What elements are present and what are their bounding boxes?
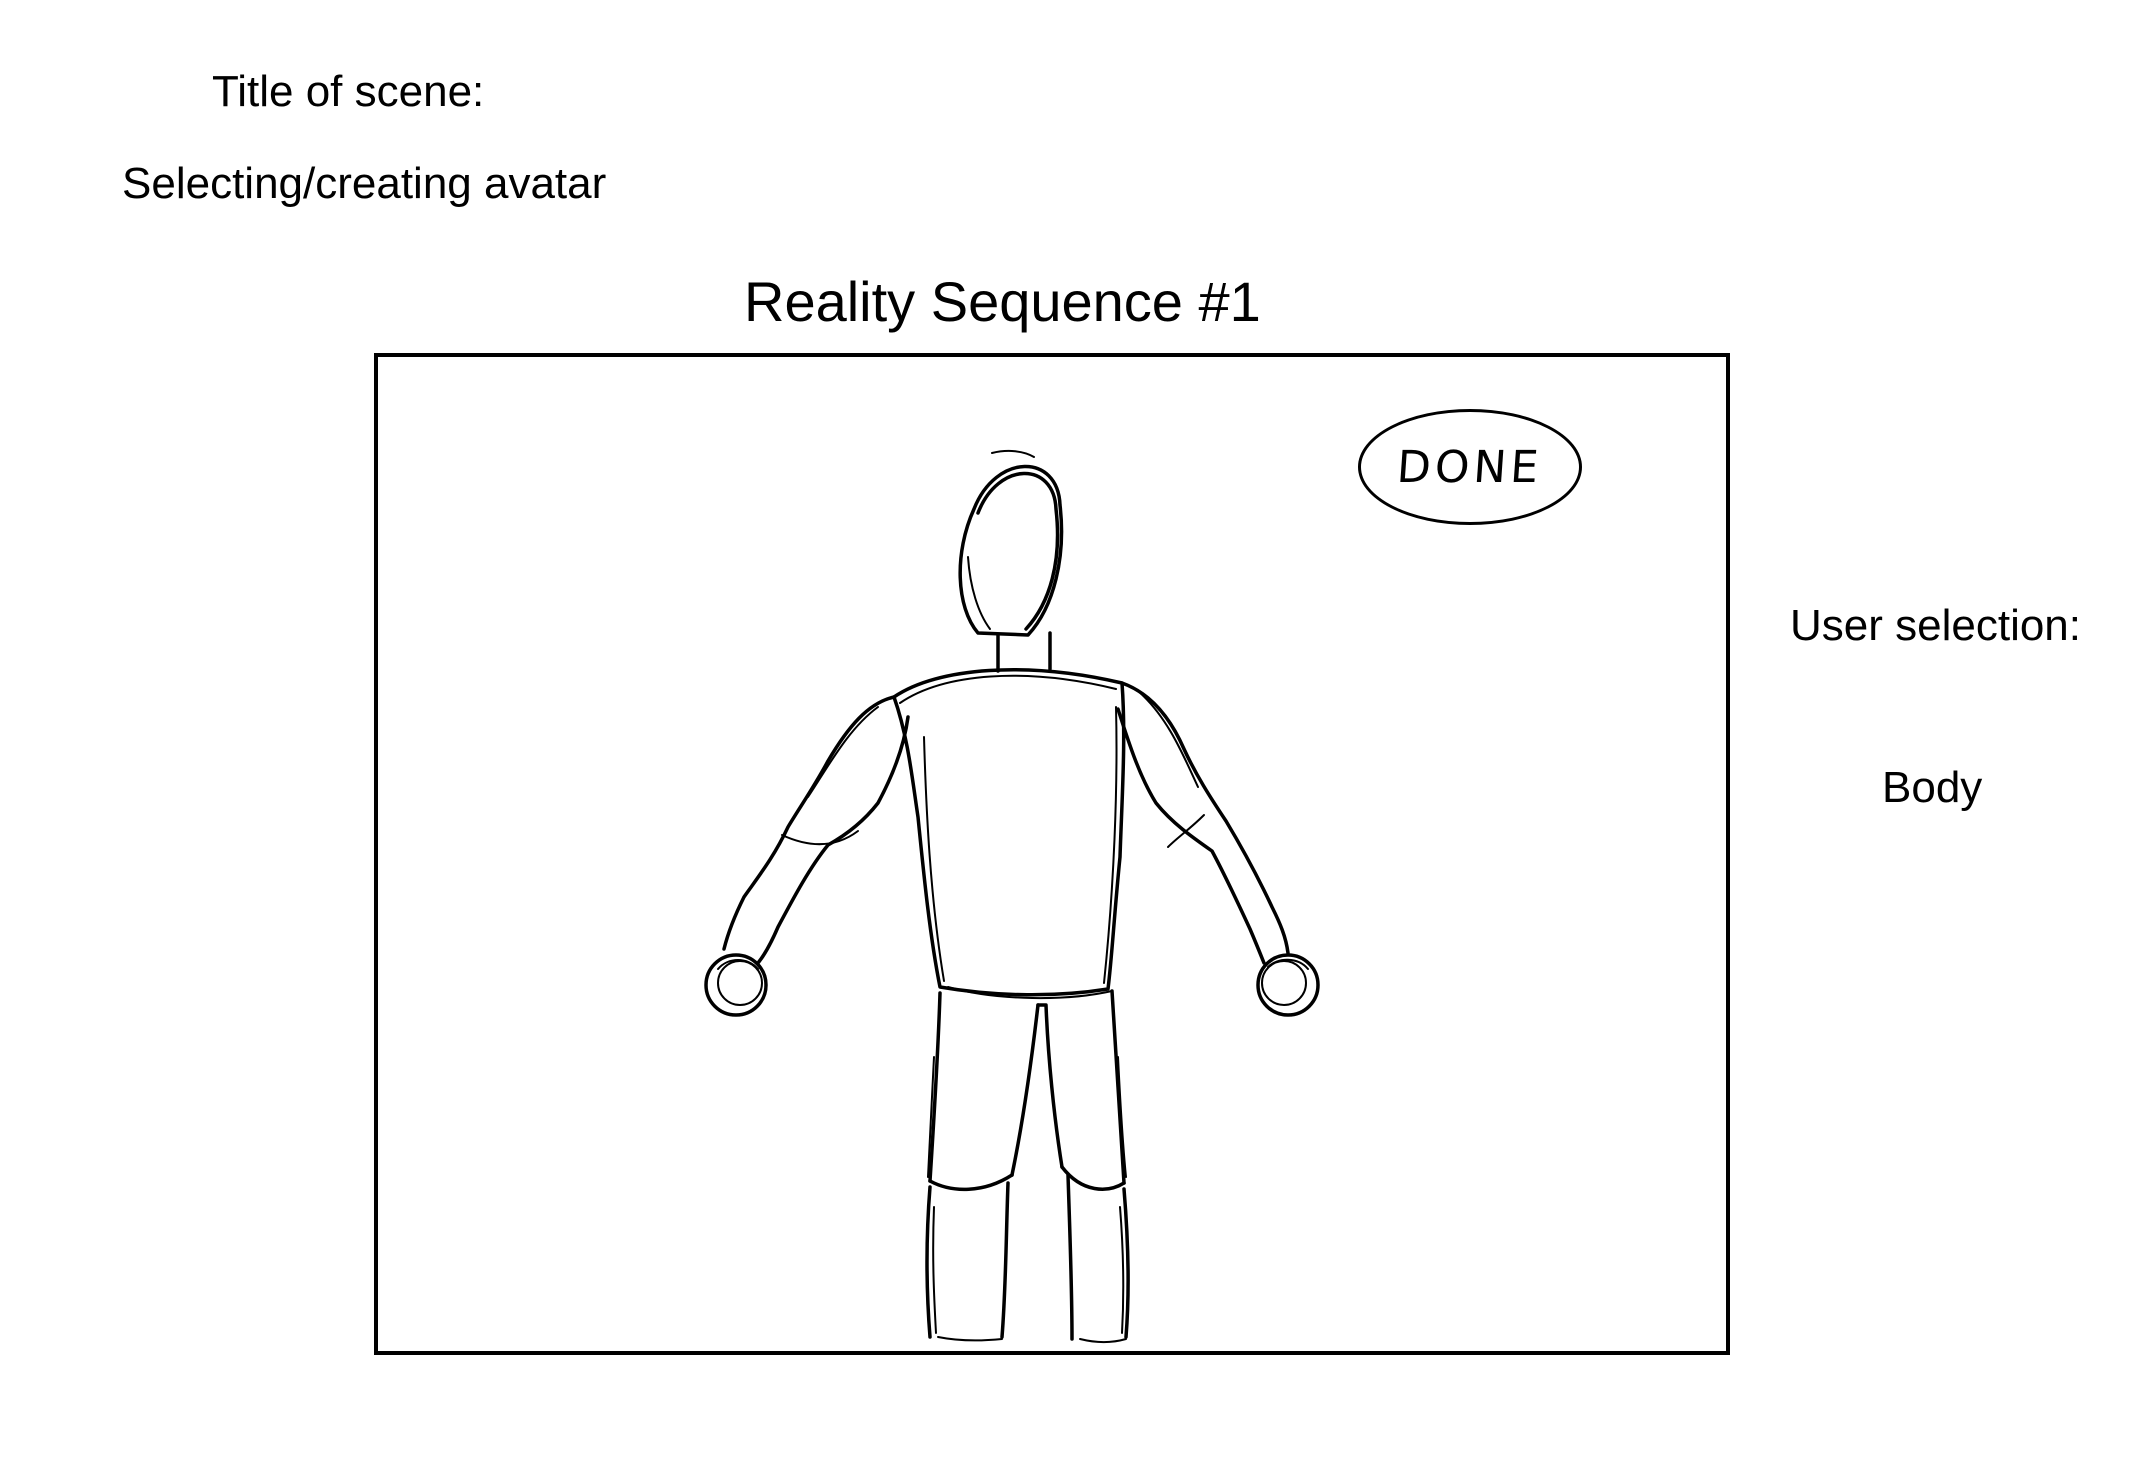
- head-sketch: [958, 449, 1064, 637]
- torso-sketch: [892, 668, 1126, 1000]
- user-selection-value: Body: [1882, 763, 1983, 812]
- scene-title-value: Selecting/creating avatar: [122, 159, 607, 208]
- right-arm-sketch: [1116, 681, 1320, 1017]
- human-body-sketch-icon: [704, 449, 1320, 1343]
- user-selection-label: User selection:: [1790, 601, 2082, 650]
- neck-sketch: [996, 631, 1052, 673]
- done-button[interactable]: DONE: [1358, 409, 1582, 525]
- legs-sketch: [925, 989, 1130, 1343]
- scene-title-label: Title of scene:: [212, 67, 485, 116]
- storyboard-frame: DONE: [374, 353, 1730, 1355]
- left-arm-sketch: [704, 695, 910, 1017]
- sequence-title: Reality Sequence #1: [744, 270, 1261, 333]
- done-button-label: DONE: [1395, 441, 1545, 493]
